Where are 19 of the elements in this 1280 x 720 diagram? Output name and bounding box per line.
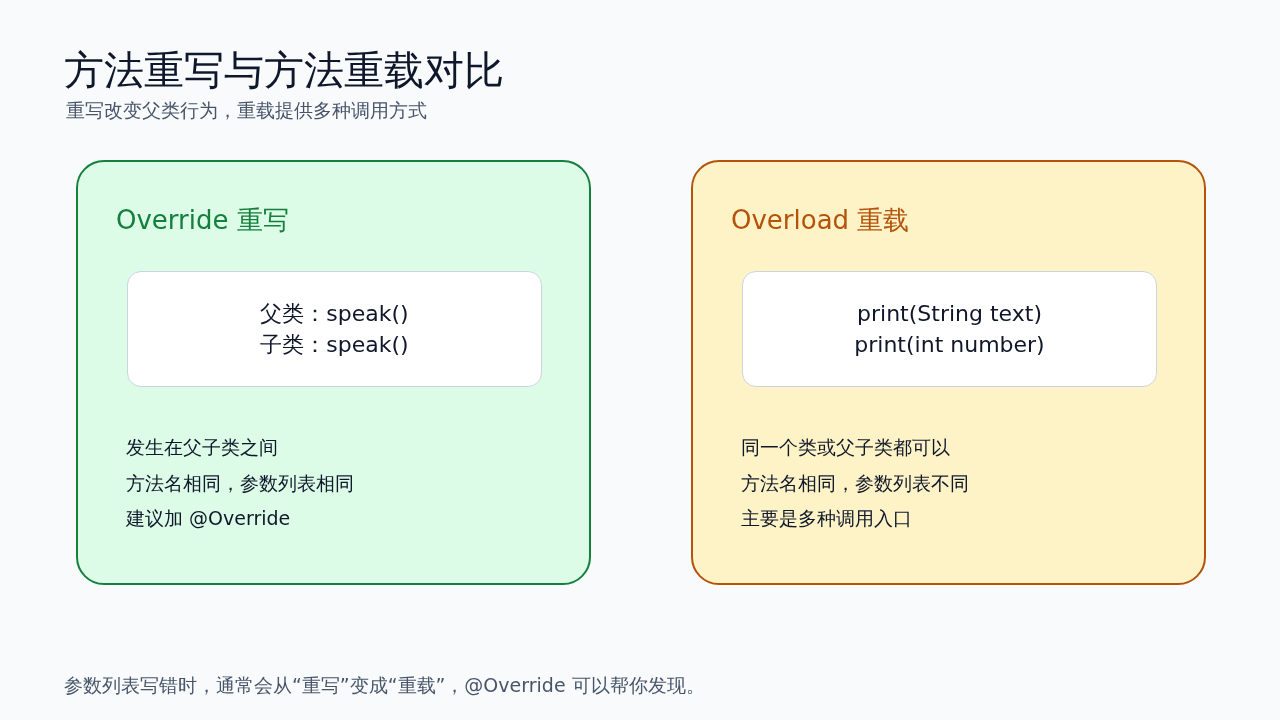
feature-text: 主要是多种调用入口	[741, 506, 913, 531]
code-line: print(int number)	[854, 331, 1045, 359]
code-line: 父类：speak()	[260, 300, 409, 328]
code-box	[742, 271, 1157, 387]
comparison-card	[76, 160, 591, 585]
comparison-card	[691, 160, 1206, 585]
footnote: 参数列表写错时，通常会从“重写”变成“重载”，@Override 可以帮你发现。	[64, 673, 705, 698]
feature-text: 建议加 @Override	[126, 506, 292, 531]
code-box	[127, 271, 542, 387]
code-line: print(String text)	[857, 300, 1042, 328]
feature-text: 发生在父子类之间	[126, 435, 279, 460]
feature-text: 方法名相同，参数列表不同	[741, 470, 969, 496]
subtitle: 重写改变父类行为，重载提供多种调用方式	[66, 98, 427, 123]
feature-text: 方法名相同，参数列表相同	[126, 470, 354, 496]
card-heading: Overload 重载	[731, 204, 910, 237]
title: 方法重写与方法重载对比	[64, 46, 504, 95]
card-heading: Override 重写	[116, 204, 289, 237]
code-line: 子类：speak()	[260, 331, 409, 359]
feature-text: 同一个类或父子类都可以	[741, 435, 951, 460]
